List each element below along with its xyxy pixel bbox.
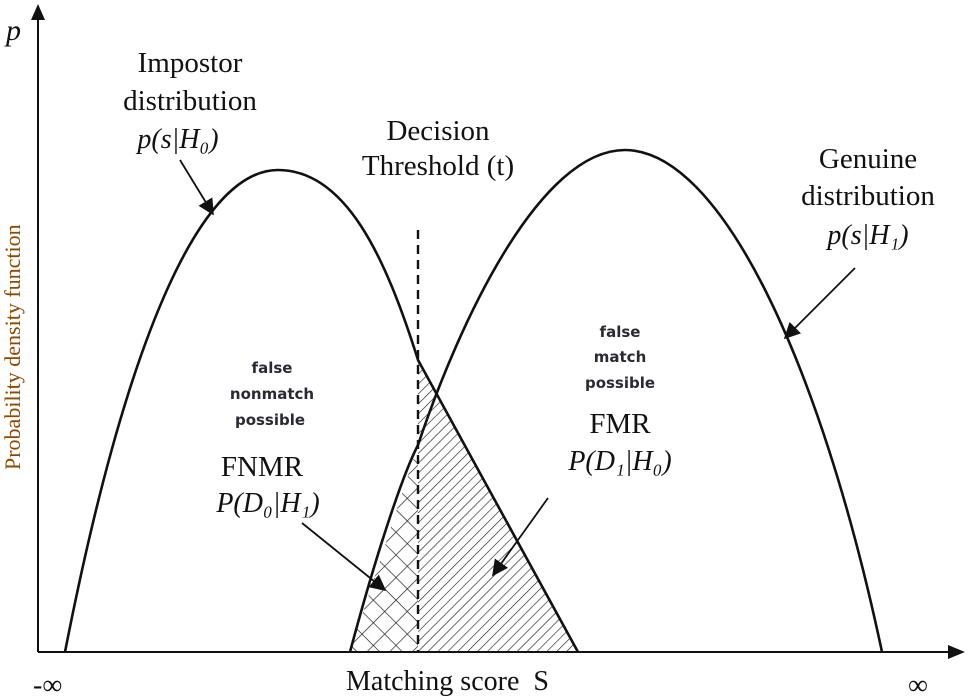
fmr-formula: P(D₁|H₀): [567, 446, 671, 477]
threshold-line1: Decision: [386, 115, 490, 147]
x-axis-arrow-icon: [948, 645, 965, 659]
fnmr-label: FNMR: [221, 451, 304, 483]
fmr-label: FMR: [589, 408, 651, 440]
genuine-arrow: [783, 267, 856, 340]
y-axis-arrow-icon: [31, 4, 45, 20]
fnmr-arrow: [301, 522, 387, 592]
x-axis-min-label: -∞: [33, 670, 62, 700]
fnmr-note-line1: false: [252, 359, 293, 377]
fnmr-note-line2: nonmatch: [230, 385, 314, 403]
genuine-formula: p(s|H₁): [825, 220, 908, 251]
fnmr-region: [350, 445, 418, 652]
fnmr-note-line3: possible: [235, 411, 305, 429]
impostor-arrow: [179, 159, 214, 216]
y-axis-symbol: p: [4, 14, 21, 47]
fnmr-formula: P(D₀|H₁): [215, 488, 319, 519]
x-axis-label: Matching score S: [346, 666, 549, 697]
genuine-title-line1: Genuine: [819, 143, 917, 175]
impostor-formula: p(s|H₀): [135, 124, 218, 155]
fmr-note-line3: possible: [585, 374, 655, 392]
fmr-note-line2: match: [594, 348, 647, 366]
impostor-title-line2: distribution: [123, 85, 257, 117]
fmr-arrow: [492, 497, 549, 577]
genuine-title-line2: distribution: [801, 180, 935, 212]
impostor-title-line1: Impostor: [138, 47, 243, 79]
fmr-note-line1: false: [600, 323, 641, 341]
y-axis-label: Probability density function: [0, 224, 25, 470]
impostor-curve: [63, 168, 580, 653]
x-axis-max-label: ∞: [908, 670, 928, 700]
threshold-line2: Threshold (t): [362, 150, 514, 182]
genuine-curve: [348, 148, 884, 653]
